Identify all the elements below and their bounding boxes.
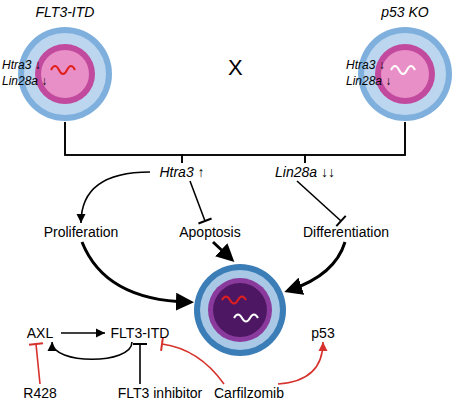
connector-line [305, 122, 405, 163]
gene-label: Htra3 ↓ [2, 58, 41, 72]
term-node: p53 [305, 325, 341, 341]
arrow-head [48, 342, 57, 351]
connector-line [36, 344, 40, 384]
nucleus [208, 278, 272, 342]
connector [297, 181, 346, 226]
connector-line [81, 172, 150, 223]
cross-symbol: X [228, 56, 243, 80]
term-node: Apoptosis [172, 224, 248, 240]
connector-line [278, 342, 323, 384]
connector [305, 122, 405, 163]
term-node: FLT3-ITD [106, 325, 174, 341]
cell-membrane [194, 264, 286, 356]
arrow-head [77, 214, 86, 223]
connector [48, 342, 133, 359]
term-label: Lin28a ↓↓ [266, 164, 344, 180]
term-label: FLT3 inhibitor [108, 385, 212, 401]
connector [190, 181, 212, 223]
term-node: Lin28a ↓↓ [266, 164, 344, 180]
inhibition-bar [198, 219, 211, 224]
term-node: Proliferation [33, 224, 129, 240]
thick-arrow [82, 242, 188, 302]
connector-line [297, 181, 341, 221]
connector [182, 122, 405, 163]
cell-label: p53 KO [355, 2, 455, 22]
term-node: R428 [13, 385, 67, 401]
term-label: Differentiation [292, 224, 400, 240]
term-label: p53 [305, 325, 341, 341]
thick-arrow [290, 242, 345, 290]
cell-label: FLT3-ITD [15, 2, 115, 22]
connector [278, 342, 328, 384]
inhibition-bar [29, 343, 43, 344]
connector-line [52, 342, 132, 359]
term-label: Htra3 ↑ [150, 164, 214, 180]
gene-label: Htra3 ↓ [346, 58, 385, 72]
term-label: R428 [13, 385, 67, 401]
gene-label: Lin28a ↓ [346, 74, 391, 88]
term-label: Carfilzomib [204, 385, 294, 401]
arrow-head [96, 329, 105, 338]
nucleus-core [213, 283, 267, 337]
cytoplasm [200, 270, 280, 350]
connector-line [182, 122, 405, 163]
gene-squiggle [391, 66, 415, 74]
term-label: Apoptosis [172, 224, 248, 240]
connector [77, 172, 151, 223]
term-label: FLT3-ITD [106, 325, 174, 341]
connector-line [162, 344, 224, 384]
arrow-head [319, 342, 328, 351]
connector [65, 122, 305, 163]
term-node: Differentiation [292, 224, 400, 240]
connector [29, 343, 43, 384]
term-node: Htra3 ↑ [150, 164, 214, 180]
inhibition-bar [133, 343, 147, 345]
connector [161, 337, 224, 384]
term-node: Carfilzomib [204, 385, 294, 401]
connector [65, 122, 182, 163]
connector-line [139, 344, 141, 384]
gene-squiggle [51, 66, 75, 74]
nucleus-core [41, 50, 89, 98]
term-node: AXL [20, 325, 60, 341]
term-label: AXL [20, 325, 60, 341]
connector-line [65, 122, 305, 163]
term-node: FLT3 inhibitor [108, 385, 212, 401]
gene-label: Lin28a ↓ [2, 74, 47, 88]
connector [133, 344, 147, 384]
connector-line [190, 181, 205, 221]
mutation-squiggle [222, 297, 246, 304]
term-label: Proliferation [33, 224, 129, 240]
connector [61, 329, 105, 338]
thick-arrow [213, 242, 230, 258]
knockout-squiggle [234, 315, 258, 322]
connector-line [65, 122, 182, 163]
